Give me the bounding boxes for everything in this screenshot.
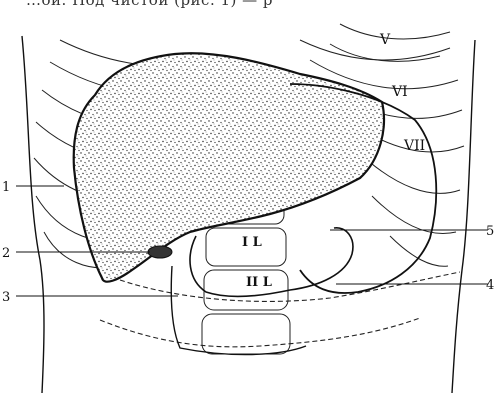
rib-label-vi: VI bbox=[391, 84, 408, 100]
vertebra-label-1l: I L bbox=[242, 235, 262, 250]
rib-label-vii: VII bbox=[403, 138, 425, 154]
callout-2: 2 bbox=[2, 246, 10, 261]
rib-label-v: V bbox=[379, 32, 391, 48]
callout-5: 5 bbox=[486, 224, 494, 239]
colon-lower bbox=[100, 318, 420, 347]
vertebra-label-2l: II L bbox=[246, 275, 272, 290]
liver bbox=[74, 53, 384, 281]
callout-1: 1 bbox=[2, 180, 10, 195]
callout-3: 3 bbox=[2, 290, 10, 305]
callout-4: 4 bbox=[486, 278, 494, 293]
gallbladder bbox=[148, 246, 172, 258]
